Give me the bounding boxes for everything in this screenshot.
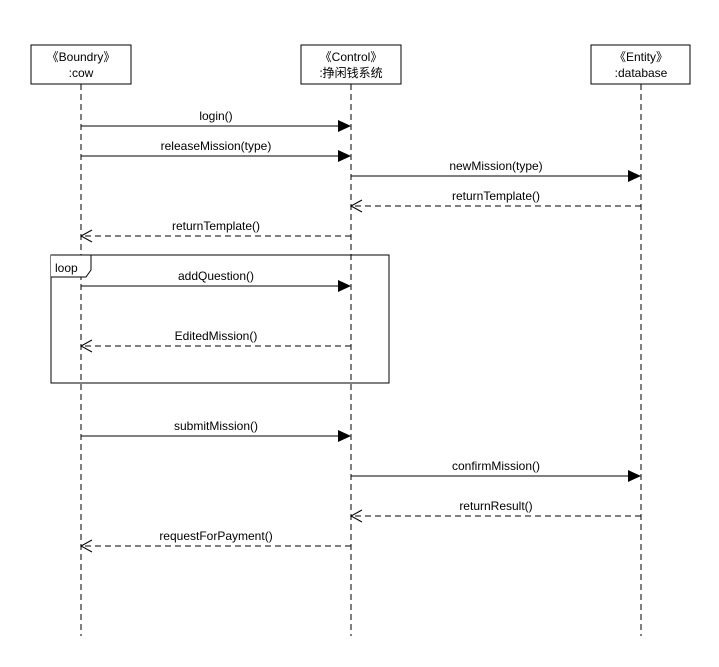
message-8-arrowhead bbox=[338, 430, 351, 442]
message-9-label: confirmMission() bbox=[452, 459, 540, 473]
messages: login() releaseMission(type) newMission(ty… bbox=[79, 109, 641, 553]
message-2-arrowhead bbox=[338, 150, 351, 162]
message-4-arrowhead bbox=[349, 199, 363, 213]
message-5: returnTemplate() bbox=[79, 219, 351, 243]
message-3: newMission(type) bbox=[351, 159, 641, 182]
message-6-arrowhead bbox=[338, 280, 351, 292]
message-2: releaseMission(type) bbox=[81, 139, 351, 162]
participant-boundary-stereotype: 《Boundry》 bbox=[47, 50, 116, 64]
message-10: returnResult() bbox=[349, 499, 641, 523]
participant-control-name: :挣闲钱系统 bbox=[319, 65, 382, 80]
message-7-arrowhead bbox=[79, 339, 93, 353]
message-7: EditedMission() bbox=[79, 329, 351, 353]
message-11-label: requestForPayment() bbox=[159, 529, 272, 543]
message-10-label: returnResult() bbox=[459, 499, 532, 513]
participant-entity: 《Entity》 :database bbox=[590, 44, 691, 85]
message-4: returnTemplate() bbox=[349, 189, 641, 213]
message-9-arrowhead bbox=[628, 470, 641, 482]
message-5-arrowhead bbox=[79, 229, 93, 243]
participant-boundary: 《Boundry》 :cow bbox=[30, 44, 132, 85]
message-3-label: newMission(type) bbox=[449, 159, 542, 173]
message-10-arrowhead bbox=[349, 509, 363, 523]
message-5-label: returnTemplate() bbox=[172, 219, 260, 233]
loop-fragment: loop bbox=[50, 254, 390, 384]
participant-entity-name: :database bbox=[615, 66, 668, 80]
participant-entity-stereotype: 《Entity》 bbox=[614, 50, 668, 64]
message-1-label: login() bbox=[199, 109, 232, 123]
loop-fragment-label: loop bbox=[55, 261, 78, 275]
message-9: confirmMission() bbox=[351, 459, 641, 482]
message-6: addQuestion() bbox=[81, 269, 351, 292]
participant-boundary-name: :cow bbox=[69, 66, 94, 80]
message-8-label: submitMission() bbox=[174, 419, 258, 433]
message-2-label: releaseMission(type) bbox=[161, 139, 272, 153]
message-11: requestForPayment() bbox=[79, 529, 351, 553]
message-1: login() bbox=[81, 109, 351, 132]
message-11-arrowhead bbox=[79, 539, 93, 553]
message-8: submitMission() bbox=[81, 419, 351, 442]
participant-control-stereotype: 《Control》 bbox=[320, 50, 383, 64]
message-7-label: EditedMission() bbox=[175, 329, 258, 343]
message-1-arrowhead bbox=[338, 120, 351, 132]
participant-control: 《Control》 :挣闲钱系统 bbox=[300, 44, 402, 85]
message-4-label: returnTemplate() bbox=[452, 189, 540, 203]
message-6-label: addQuestion() bbox=[178, 269, 254, 283]
message-3-arrowhead bbox=[628, 170, 641, 182]
